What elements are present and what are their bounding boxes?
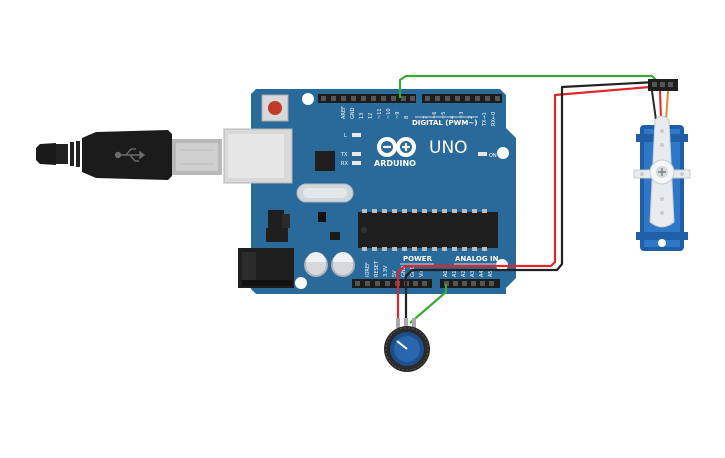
analog-in-label: ANALOG IN bbox=[455, 255, 499, 263]
pin-label-2: 2 bbox=[468, 116, 474, 119]
potentiometer[interactable] bbox=[384, 318, 430, 372]
usb-cable[interactable] bbox=[36, 130, 222, 180]
digital-header-left[interactable] bbox=[318, 94, 416, 103]
pin-label-ioref: IOREF bbox=[365, 262, 371, 277]
power-label: POWER bbox=[403, 255, 433, 263]
servo-connector bbox=[648, 79, 678, 91]
led-on bbox=[478, 152, 487, 156]
small-component bbox=[318, 212, 326, 222]
pin-label-reset: RESET bbox=[374, 260, 380, 277]
wire-red-servo-power[interactable] bbox=[396, 84, 663, 322]
servo-icon bbox=[633, 115, 691, 251]
pin-label-gnd2: GND bbox=[410, 265, 416, 277]
led-label-tx: TX bbox=[340, 152, 348, 158]
capacitor bbox=[304, 252, 328, 277]
voltage-regulator bbox=[266, 210, 290, 242]
pin-label-12: 12 bbox=[368, 113, 374, 119]
pin-label-9: ~9 bbox=[395, 112, 401, 119]
pin-label-3v3: 3.3V bbox=[383, 265, 389, 277]
uno-label: UNO bbox=[429, 138, 468, 158]
arduino-logo-text: ARDUINO bbox=[374, 159, 416, 168]
led-rx bbox=[352, 161, 361, 165]
wire-green-pot-signal[interactable] bbox=[409, 284, 448, 324]
mounting-hole bbox=[295, 277, 307, 289]
digital-label: DIGITAL (PWM~) bbox=[412, 119, 477, 127]
pin-label-gnd: GND bbox=[350, 107, 356, 119]
pin-label-a4: A4 bbox=[479, 270, 485, 277]
power-header[interactable] bbox=[352, 279, 432, 288]
digital-header-right[interactable] bbox=[422, 94, 502, 103]
pin-label-7: 7 bbox=[423, 116, 429, 119]
arduino-logo bbox=[377, 137, 416, 157]
pin-label-a5: A5 bbox=[488, 270, 494, 277]
led-label-rx: RX bbox=[341, 161, 348, 167]
mounting-hole bbox=[497, 147, 509, 159]
small-component bbox=[330, 232, 340, 240]
led-tx bbox=[352, 152, 361, 156]
arduino-uno-board[interactable]: AREF GND 13 12 ~11 ~10 ~9 8 7 ~6 ~5 4 ~3… bbox=[223, 89, 516, 294]
pin-label-8: 8 bbox=[404, 116, 410, 119]
power-jack bbox=[238, 248, 294, 288]
pin-label-tx1: TX→1 bbox=[482, 112, 488, 127]
capacitor bbox=[331, 252, 355, 277]
pin-label-5: ~5 bbox=[441, 112, 447, 119]
pin-label-a1: A1 bbox=[452, 270, 458, 277]
analog-header[interactable] bbox=[440, 279, 500, 288]
led-label-on: ON bbox=[489, 153, 497, 159]
pin-label-5v: 5V bbox=[392, 270, 398, 277]
atmega-chip bbox=[358, 209, 498, 251]
servo-motor[interactable] bbox=[633, 79, 691, 251]
pin-label-a2: A2 bbox=[461, 270, 467, 277]
crystal-oscillator bbox=[296, 183, 354, 203]
pin-label-3: ~3 bbox=[459, 112, 465, 119]
pin-label-rx0: RX←0 bbox=[491, 112, 497, 126]
usb-icon bbox=[114, 148, 146, 162]
pin-label-vin: Vin bbox=[419, 269, 425, 277]
led-label-l: L bbox=[344, 133, 347, 139]
pin-label-4: 4 bbox=[450, 116, 456, 119]
potentiometer-icon bbox=[384, 326, 430, 372]
usb-chip bbox=[315, 151, 335, 171]
reset-button[interactable] bbox=[261, 94, 289, 122]
pin-label-gnd1: GND bbox=[401, 265, 407, 277]
pin-label-a0: A0 bbox=[443, 270, 449, 277]
pin-label-6: ~6 bbox=[432, 112, 438, 119]
wire-black-servo-ground[interactable] bbox=[404, 80, 657, 322]
pin-label-aref: AREF bbox=[341, 106, 347, 119]
pin-label-13: 13 bbox=[359, 113, 365, 119]
pin-label-a3: A3 bbox=[470, 270, 476, 277]
pin-label-11: ~11 bbox=[377, 108, 383, 119]
pin-label-10: ~10 bbox=[386, 108, 392, 119]
wire-green-servo-signal[interactable] bbox=[398, 74, 659, 98]
led-l bbox=[352, 133, 361, 137]
mounting-hole bbox=[302, 93, 314, 105]
